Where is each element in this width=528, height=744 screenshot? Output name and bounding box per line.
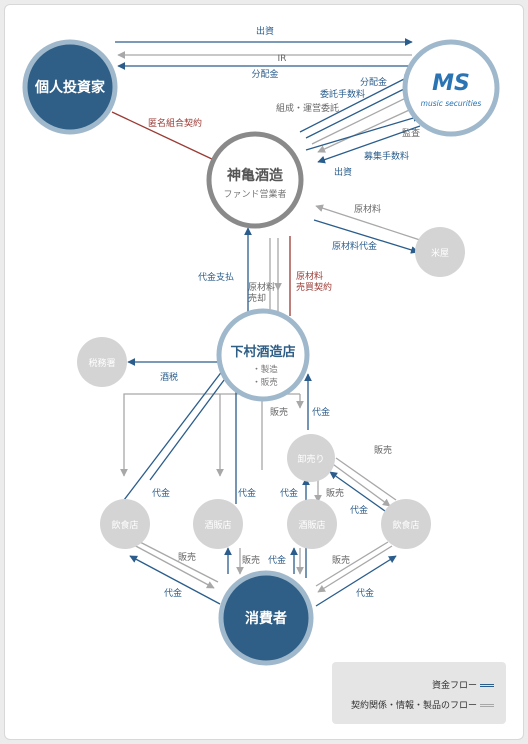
kamikame-sub: ファンド営業者 xyxy=(223,188,286,200)
musicsec-text: music securities xyxy=(421,99,482,108)
label-genryo-baibai-1: 原材料 xyxy=(296,270,323,282)
label-hanbai-e: 販売 xyxy=(242,554,260,566)
node-music-securities: MS music securities xyxy=(402,39,500,137)
flow-itaku xyxy=(305,83,415,139)
label-daikin-a: 代金 xyxy=(152,487,170,499)
flow-tokumei xyxy=(111,111,215,161)
label-hanbai-g: 販売 xyxy=(332,554,350,566)
label-shuzei: 酒税 xyxy=(160,371,178,383)
label-genryo-baikyaku-2: 売却 xyxy=(248,292,266,304)
zeimusho-label: 税務署 xyxy=(88,357,115,369)
investor-label: 個人投資家 xyxy=(34,79,106,96)
flow-kumiai xyxy=(311,92,417,145)
shimomura-sub-2: ・販売 xyxy=(252,377,278,388)
label-daikin-c: 代金 xyxy=(350,504,368,516)
label-shusshi: 出資 xyxy=(334,166,352,178)
label-hanbai-d: 販売 xyxy=(178,551,196,563)
flow-boshu xyxy=(305,114,421,151)
legend-money-swatch xyxy=(480,684,494,687)
flow-hanbai-bus xyxy=(120,393,300,477)
node-zeimusho: 税務署 xyxy=(77,337,127,387)
flow-hanbai-c xyxy=(329,461,391,507)
label-daikin-d: 代金 xyxy=(164,587,182,599)
legend-contract-swatch xyxy=(480,704,494,707)
node-komeya: 米屋 xyxy=(415,227,465,277)
kamikame-label: 神亀酒造 xyxy=(227,167,283,184)
flow-genryo xyxy=(315,204,421,241)
label-daikin-top: 代金 xyxy=(312,406,330,418)
label-hanbai-top: 販売 xyxy=(270,406,288,418)
node-oroshiuri: 卸売り xyxy=(287,434,335,482)
legend-contract-label: 契約関係・情報・製品のフロー xyxy=(350,701,477,711)
sakaten-right-label: 酒販店 xyxy=(298,519,325,531)
shimomura-label: 下村酒造店 xyxy=(230,344,295,360)
musicsec-logo: MS xyxy=(432,71,470,96)
label-itaku: 委託手数料 xyxy=(320,88,365,100)
node-shimomura: 下村酒造店 ・製造 ・販売 xyxy=(216,308,310,402)
label-bunpaikin: 分配金 xyxy=(360,76,387,88)
flow-genryo-daikin xyxy=(313,219,419,254)
flow-labels: 出資 IR 分配金 匿名組合契約 分配金 委託手数料 組成・運営委託 監査 募集… xyxy=(148,25,420,599)
flow-daikin-g xyxy=(315,555,397,607)
label-ir: IR xyxy=(278,54,287,64)
label-daikin-b: 代金 xyxy=(238,487,256,499)
label-genryo-baibai-2: 売買契約 xyxy=(296,281,332,293)
flow-daikin-d xyxy=(129,555,221,605)
label-tokumei: 匿名組合契約 xyxy=(148,117,202,129)
label-genryo: 原材料 xyxy=(354,203,381,215)
shimomura-sub-1: ・製造 xyxy=(252,364,278,375)
flow-hanbai-d xyxy=(131,543,215,589)
node-inshokuten-left: 飲食店 xyxy=(100,499,150,549)
flow-shusshi xyxy=(317,125,421,164)
label-shusshi-top: 出資 xyxy=(256,25,274,37)
label-genryo-daikin: 原材料代金 xyxy=(332,240,377,252)
label-kumiai: 組成・運営委託 xyxy=(276,102,339,114)
node-consumer: 消費者 xyxy=(218,570,314,666)
label-oroshi-daikin: 代金 xyxy=(280,487,298,499)
sakaten-left-label: 酒販店 xyxy=(204,519,231,531)
label-boshu: 募集手数料 xyxy=(364,150,409,162)
oroshiuri-label: 卸売り xyxy=(297,453,324,465)
inshokuten-left-label: 飲食店 xyxy=(111,519,138,531)
node-investor: 個人投資家 xyxy=(22,39,118,135)
flow-kansa xyxy=(317,105,419,153)
legend-contract: 契約関係・情報・製品のフロー xyxy=(351,698,494,711)
flow-hanbai-g xyxy=(317,545,393,593)
label-bunpaikin-top: 分配金 xyxy=(251,68,278,80)
legend-money-label: 資金フロー xyxy=(431,681,477,691)
node-sakaten-left: 酒販店 xyxy=(193,499,243,549)
node-inshokuten-right: 飲食店 xyxy=(381,499,431,549)
label-genryo-baikyaku-1: 原材料 xyxy=(248,281,275,293)
label-daikin-g: 代金 xyxy=(356,587,374,599)
flow-left-diag xyxy=(123,365,227,501)
flow-daikin-a xyxy=(149,371,231,481)
label-hanbai-c: 販売 xyxy=(374,444,392,456)
inshokuten-right-label: 飲食店 xyxy=(392,519,419,531)
label-oroshi-hanbai: 販売 xyxy=(326,487,344,499)
komeya-label: 米屋 xyxy=(431,247,449,259)
flow-lines xyxy=(111,38,421,607)
consumer-label: 消費者 xyxy=(245,610,287,627)
legend: 資金フロー 契約関係・情報・製品のフロー xyxy=(332,662,506,724)
label-daikin-f: 代金 xyxy=(268,554,286,566)
flow-bunpaikin xyxy=(299,74,413,133)
label-kansa: 監査 xyxy=(402,127,420,139)
node-sakaten-right: 酒販店 xyxy=(287,499,337,549)
node-kamikame: 神亀酒造 ファンド営業者 xyxy=(206,131,304,229)
label-daikin-shiharai: 代金支払 xyxy=(198,271,234,283)
flow-daikin-c xyxy=(329,471,393,517)
legend-money: 資金フロー xyxy=(432,678,494,691)
